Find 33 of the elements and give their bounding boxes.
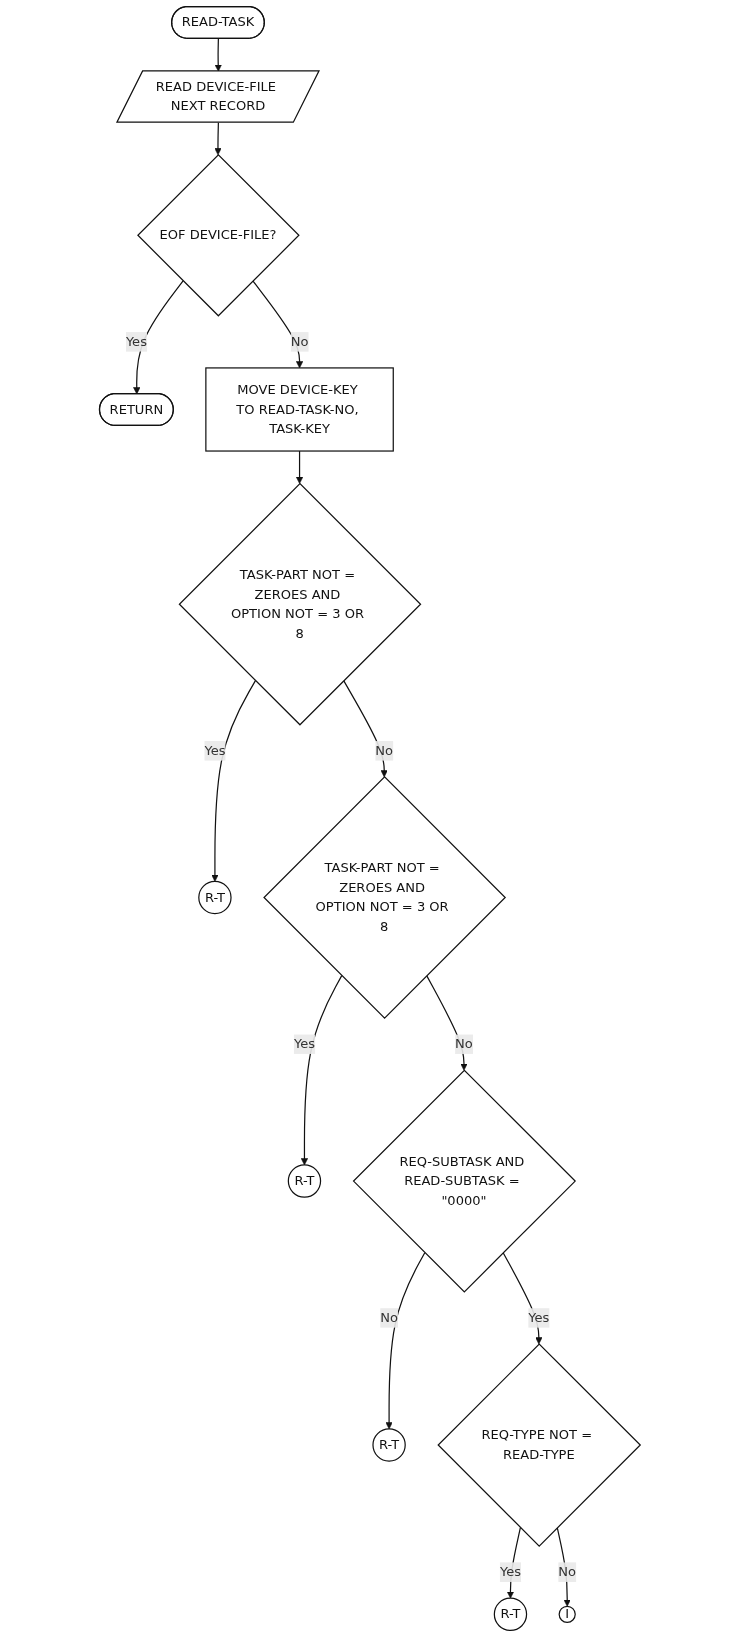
node-diamond: REQ-TYPE NOT = READ-TYPE — [436, 1343, 641, 1547]
arrow — [425, 975, 468, 1071]
arrow — [385, 1252, 425, 1430]
node-diamond: TASK-PART NOT = ZEROES AND OPTION NOT = 3 OR 8 — [178, 482, 422, 726]
edge-label: No — [374, 742, 393, 759]
arrow — [251, 280, 303, 369]
node-box: MOVE DEVICE-KEY TO READ-TASK-NO, TASK-KEY — [204, 367, 394, 452]
arrow — [506, 1527, 521, 1599]
arrow — [300, 975, 342, 1166]
edge-label: No — [557, 1563, 576, 1580]
node-diamond: REQ-SUBTASK AND READ-SUBTASK = "0000" — [352, 1069, 576, 1293]
edge-label: Yes — [204, 742, 226, 759]
arrow — [132, 280, 184, 395]
arrow — [295, 450, 303, 484]
edge-label: No — [379, 1309, 398, 1326]
arrow — [556, 1527, 571, 1607]
node-circle: I — [558, 1605, 576, 1623]
node-circle: R-T — [371, 1428, 406, 1462]
edge-label: No — [454, 1036, 473, 1052]
arrow — [210, 680, 256, 882]
node-circle: R-T — [287, 1164, 321, 1198]
arrow — [214, 122, 222, 156]
edge-label: No — [290, 333, 309, 350]
node-circle: R-T — [197, 880, 232, 915]
edge-label: Yes — [527, 1309, 549, 1326]
edge-label: Yes — [499, 1563, 521, 1580]
arrow — [342, 680, 388, 778]
arrow — [502, 1252, 542, 1345]
node-circle: R-T — [493, 1597, 527, 1632]
node-diamond: TASK-PART NOT = ZEROES AND OPTION NOT = 3 OR 8 — [262, 776, 506, 1019]
edge-label: Yes — [125, 333, 147, 350]
edge-label: Yes — [293, 1036, 315, 1052]
node-diamond: EOF DEVICE-FILE? — [136, 153, 300, 317]
